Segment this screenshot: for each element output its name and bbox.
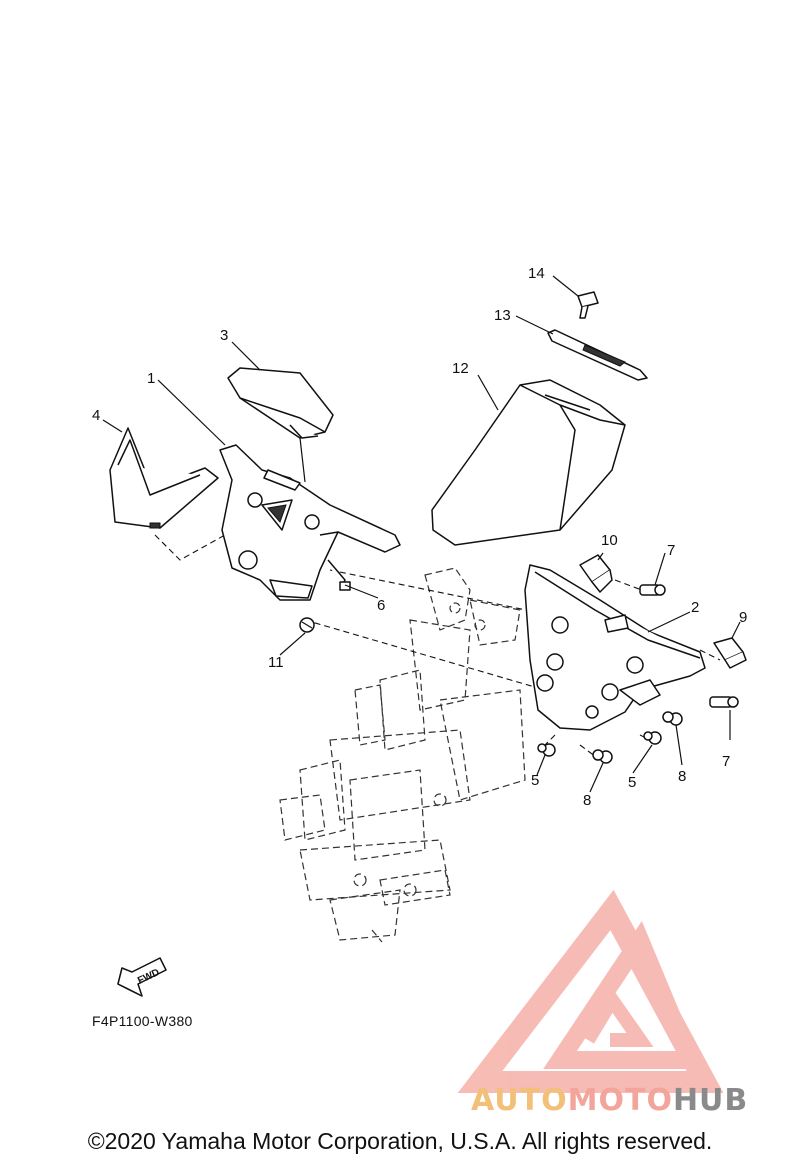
callout-13: 13 — [494, 307, 511, 324]
callout-8a: 8 — [678, 768, 686, 785]
part-1-handlebar-cover — [219, 444, 401, 601]
part-5-screw-a — [537, 743, 556, 757]
watermark-logo-icon — [457, 889, 724, 1093]
watermark-brand: AUTOMOTOHUB — [471, 1083, 748, 1118]
part-11-screw — [299, 617, 315, 633]
part-12-meter-visor — [431, 379, 626, 546]
part-3-cover-pad — [227, 367, 334, 439]
callout-5a: 5 — [531, 772, 539, 789]
leader-lines — [102, 275, 741, 793]
fwd-arrow-icon: FWD — [117, 957, 167, 997]
callouts: 1 2 3 4 5 5 6 7 7 8 8 9 10 11 12 13 14 — [92, 265, 747, 809]
callout-3: 3 — [220, 327, 228, 344]
brand-moto: MOTO — [567, 1083, 673, 1118]
callout-10: 10 — [601, 532, 618, 549]
callout-11: 11 — [268, 654, 284, 671]
callout-1: 1 — [147, 370, 155, 387]
part-10-clip — [579, 554, 613, 593]
brand-auto: AUTO — [471, 1083, 568, 1118]
callout-9: 9 — [739, 609, 747, 626]
part-8-bolt-b — [592, 749, 613, 764]
callout-14: 14 — [528, 265, 545, 282]
fasteners — [299, 584, 739, 764]
brand-hub: HUB — [672, 1083, 749, 1118]
part-7-bolt-b — [709, 696, 739, 708]
callout-7a: 7 — [667, 542, 675, 559]
part-8-bolt-a — [662, 711, 683, 726]
callout-5b: 5 — [628, 774, 636, 791]
part-13-gasket — [547, 329, 648, 381]
callout-7b: 7 — [722, 753, 730, 770]
callout-6: 6 — [377, 597, 385, 614]
drawing-code: F4P1100-W380 — [92, 1013, 193, 1029]
callout-12: 12 — [452, 360, 469, 377]
steering-frame — [279, 567, 526, 943]
part-5-screw-b — [643, 731, 662, 745]
part-4-garnish — [109, 427, 219, 529]
part-2-rear-bracket — [524, 564, 706, 731]
callout-8b: 8 — [583, 792, 591, 809]
callout-4: 4 — [92, 407, 100, 424]
part-9-clip — [713, 637, 747, 669]
part-7-bolt-a — [639, 584, 666, 596]
part-14-screw — [577, 291, 599, 319]
callout-2: 2 — [691, 599, 699, 616]
copyright-notice: ©2020 Yamaha Motor Corporation, U.S.A. A… — [87, 1128, 713, 1154]
